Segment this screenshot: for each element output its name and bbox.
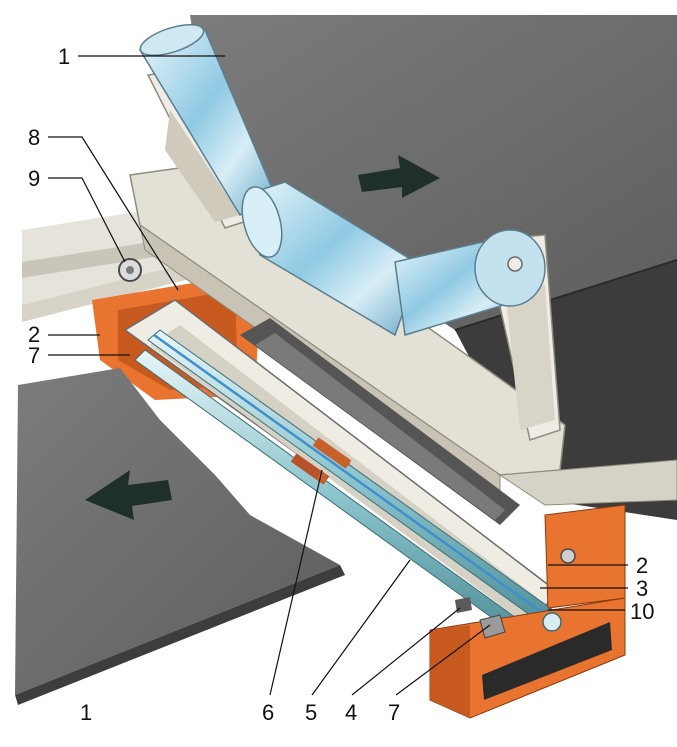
callout-1-belt-top: 1 [58,44,70,69]
callout-10: 10 [630,599,654,624]
callout-2-left: 2 [28,322,40,347]
idler-roller-right [394,229,546,336]
callout-7-bottom: 7 [388,700,400,725]
callout-7-left: 7 [28,343,40,368]
idler-roller-center [241,181,421,337]
callout-3: 3 [636,576,648,601]
leader-lines [48,55,628,696]
direction-arrow-upper [358,155,440,198]
orange-bracket-right [429,504,626,719]
callout-9: 9 [28,166,40,191]
direction-arrow-lower [85,470,172,520]
callout-6: 6 [262,700,274,725]
lower-belt [15,368,345,705]
callout-2-right: 2 [636,553,648,578]
callout-1-belt-bottom: 1 [80,700,92,725]
bolt-icon [118,258,142,282]
callout-5: 5 [305,700,317,725]
callout-4: 4 [345,700,357,725]
callout-8: 8 [28,125,40,150]
